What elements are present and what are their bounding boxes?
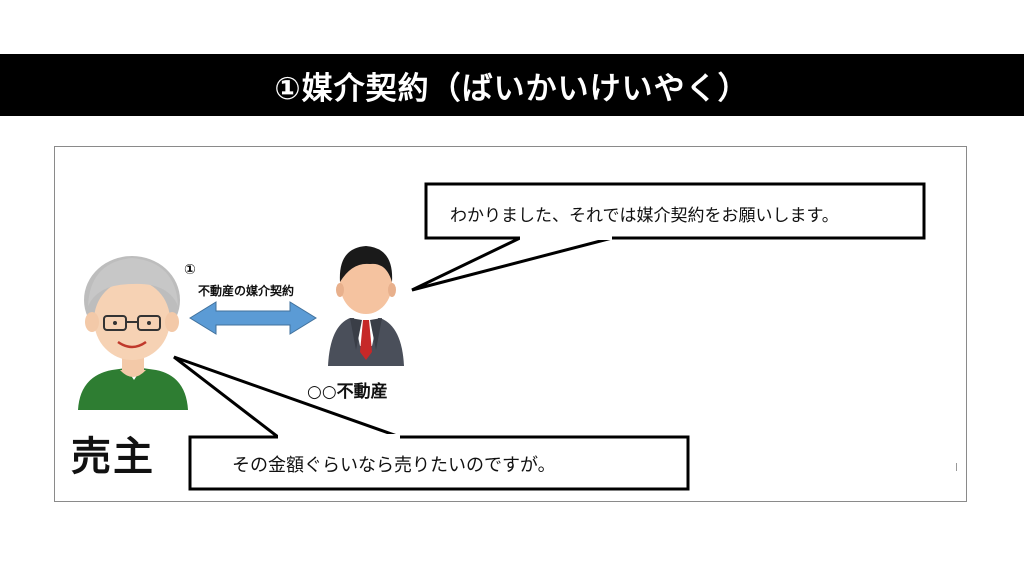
step-number: ①: [184, 262, 196, 278]
contract-label: 不動産の媒介契約: [198, 284, 295, 298]
agent-speech-text: わかりました、それでは媒介契約をお願いします。: [450, 206, 839, 226]
seller-speech-bubble: [173, 355, 690, 491]
elderly-person-icon: [78, 256, 188, 410]
title-bar: ①媒介契約（ばいかいけいやく）: [0, 54, 1024, 116]
panel-mark: [956, 463, 957, 471]
double-arrow-icon: [189, 301, 317, 335]
seller-speech-text: その金額ぐらいなら売りたいのですが。: [232, 455, 556, 476]
agent-label: ○○不動産: [307, 382, 388, 402]
businessman-icon: [328, 246, 404, 366]
slide-title: ①媒介契約（ばいかいけいやく）: [274, 70, 750, 107]
seller-label: 売主: [71, 434, 155, 480]
agent-speech-bubble: [411, 182, 926, 292]
